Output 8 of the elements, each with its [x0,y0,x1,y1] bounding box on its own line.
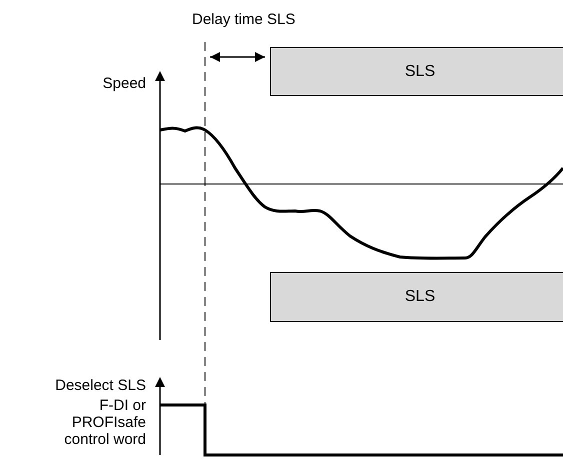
band-label: SLS [404,62,436,80]
axis-label: Speed [102,75,146,92]
limit-band [270,272,563,322]
limit-band [270,47,563,96]
signal-label: F-DI or PROFIsafe control word [63,397,146,448]
dimension-label: Delay time SLS [192,11,296,28]
axis-label: Deselect SLS [54,377,146,394]
band-label: SLS [404,288,436,306]
